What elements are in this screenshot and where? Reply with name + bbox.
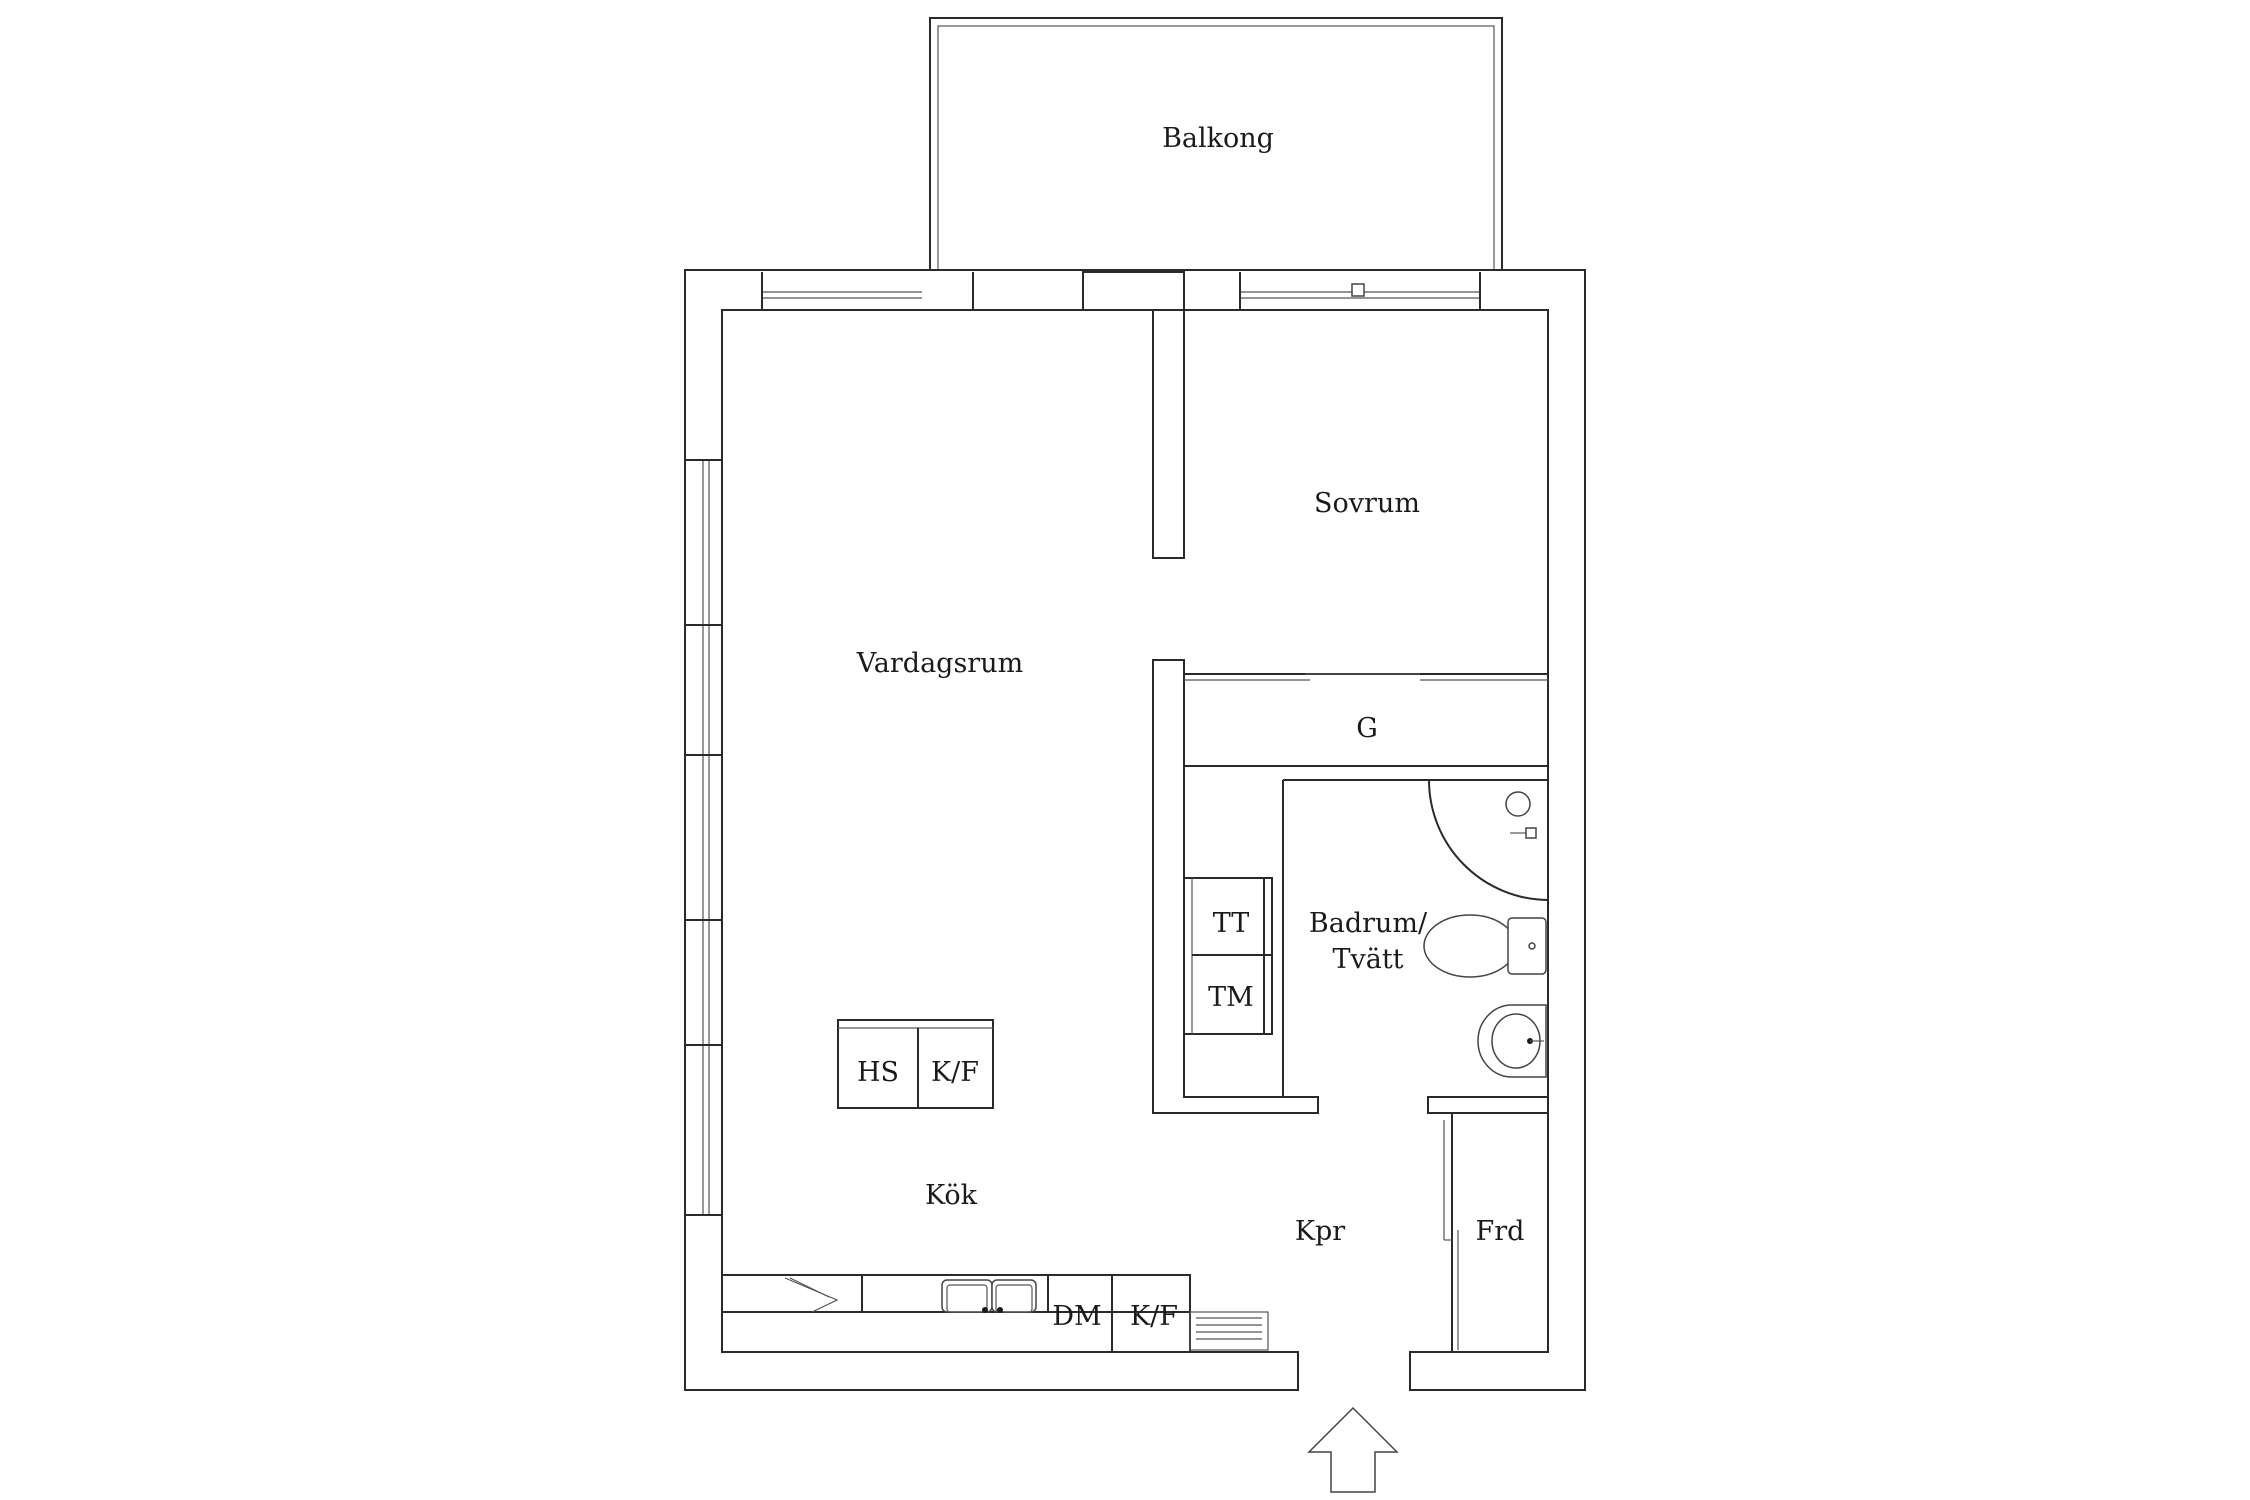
- label-vardagsrum: Vardagsrum: [856, 648, 1023, 679]
- wall-bedroom-top-stub: [1082, 271, 1185, 311]
- entrance-opening: [1297, 1352, 1411, 1390]
- label-korridor: Kpr: [1295, 1216, 1345, 1247]
- wardrobe: [1183, 673, 1549, 767]
- washbasin-icon: [1477, 1004, 1547, 1078]
- bathroom: [1282, 779, 1549, 1097]
- label-sovrum: Sovrum: [1314, 488, 1420, 519]
- shower-mixer-icon: [1510, 827, 1537, 839]
- label-hs: HS: [857, 1057, 899, 1088]
- storage-frd: [1443, 1113, 1459, 1352]
- sink-icon: [941, 1279, 1037, 1313]
- wall-living-bedroom: [1152, 309, 1185, 559]
- wall-bathroom-frd: [1427, 1096, 1549, 1114]
- hob-icon: [784, 1277, 839, 1313]
- kitchen-island: [837, 1019, 994, 1109]
- wall-closet-bathroom: [1152, 659, 1319, 1114]
- kitchen-counter: [721, 1274, 1269, 1353]
- entrance-arrow-icon: [1307, 1406, 1399, 1493]
- label-balkong: Balkong: [1162, 123, 1274, 154]
- label-dm: DM: [1052, 1301, 1101, 1332]
- label-tm: TM: [1208, 982, 1254, 1013]
- shower-drain-icon: [1505, 791, 1531, 817]
- balcony-door-opening: [972, 272, 1084, 310]
- label-kf-counter: K/F: [1130, 1301, 1178, 1332]
- label-garderob: G: [1356, 713, 1378, 744]
- label-forrad: Frd: [1476, 1216, 1525, 1247]
- label-tvatt: Tvätt: [1332, 944, 1403, 975]
- laundry-stack: [1183, 877, 1273, 1035]
- left-windows: [685, 459, 722, 1216]
- label-badrum: Badrum/: [1309, 908, 1428, 939]
- label-tt: TT: [1213, 908, 1250, 939]
- label-kok: Kök: [925, 1180, 978, 1211]
- radiator-icon: [1189, 1311, 1269, 1351]
- label-kf-island: K/F: [931, 1057, 979, 1088]
- toilet-icon: [1423, 914, 1547, 978]
- outer-wall: [684, 269, 1586, 1391]
- top-window-left: [761, 272, 922, 310]
- top-window-right: [1239, 272, 1481, 310]
